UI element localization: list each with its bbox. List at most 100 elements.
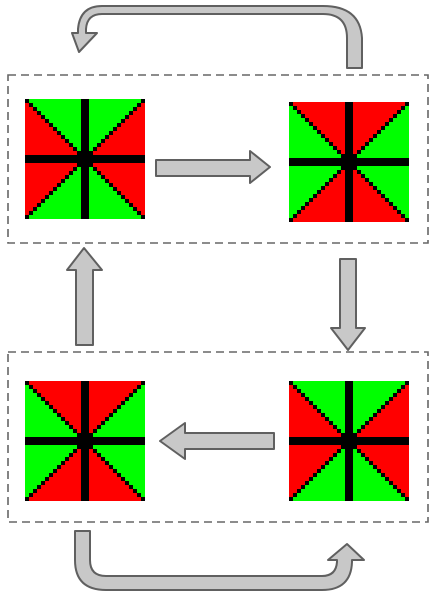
pixel-cell [337,158,341,162]
pixel-cell [349,134,353,138]
pixel-cell [117,477,121,481]
pixel-cell [357,417,361,421]
pixel-cell [29,135,33,139]
pixel-cell [381,433,385,437]
pixel-cell [305,138,309,142]
pixel-cell [61,207,65,211]
pixel-cell [293,138,297,142]
pixel-cell [65,155,69,159]
pixel-cell [325,198,329,202]
pixel-cell [325,457,329,461]
pixel-cell [349,441,353,445]
pixel-cell [365,142,369,146]
pixel-cell [301,469,305,473]
pixel-cell [69,195,73,199]
pixel-cell [61,199,65,203]
pixel-cell [113,123,117,127]
pixel-cell [41,445,45,449]
pixel-cell [29,473,33,477]
pixel-cell [77,191,81,195]
pixel-cell [121,99,125,103]
pixel-cell [341,134,345,138]
pixel-cell [305,186,309,190]
pixel-cell [381,154,385,158]
pixel-cell [33,159,37,163]
pixel-cell [41,469,45,473]
pixel-cell [29,131,33,135]
pixel-cell [49,489,53,493]
pixel-cell [133,203,137,207]
pixel-cell [317,166,321,170]
pixel-cell [73,111,77,115]
pixel-cell [333,421,337,425]
pixel-cell [29,481,33,485]
pixel-cell [57,151,61,155]
pixel-cell [141,191,145,195]
pixel-cell [105,469,109,473]
pixel-cell [41,477,45,481]
pixel-cell [305,493,309,497]
pixel-cell [117,175,121,179]
pixel-cell [133,449,137,453]
pixel-cell [305,182,309,186]
pixel-cell [109,203,113,207]
pixel-cell [65,469,69,473]
pixel-cell [61,461,65,465]
pixel-cell [69,453,73,457]
pixel-cell [101,103,105,107]
pixel-cell [45,123,49,127]
pixel-cell [305,449,309,453]
pixel-cell [341,214,345,218]
pixel-cell [305,150,309,154]
pixel-cell [341,409,345,413]
pixel-cell [113,191,117,195]
pixel-cell [309,138,313,142]
pixel-cell [333,445,337,449]
pixel-cell [133,445,137,449]
pixel-cell [381,449,385,453]
pixel-cell [37,425,41,429]
pixel-cell [109,473,113,477]
pixel-cell [317,154,321,158]
pixel-cell [289,150,293,154]
pixel-cell [297,142,301,146]
pixel-cell [37,207,41,211]
pixel-cell [101,405,105,409]
pixel-cell [33,175,37,179]
pixel-cell [361,469,365,473]
pixel-cell [361,465,365,469]
pixel-cell [57,159,61,163]
pixel-cell [349,102,353,106]
pixel-cell [85,139,89,143]
pixel-cell [361,218,365,222]
pixel-cell [37,465,41,469]
pixel-cell [81,107,85,111]
pixel-cell [117,199,121,203]
pixel-cell [125,187,129,191]
pixel-cell [73,171,77,175]
pixel-cell [133,441,137,445]
pixel-cell [329,493,333,497]
pixel-cell [69,127,73,131]
pixel-cell [353,102,357,106]
pixel-cell [397,437,401,441]
pixel-cell [357,178,361,182]
pixel-cell [293,206,297,210]
pixel-cell [353,481,357,485]
pixel-cell [105,203,109,207]
pixel-cell [345,425,349,429]
pixel-cell [309,381,313,385]
pixel-cell [77,401,81,405]
pixel-cell [393,158,397,162]
pixel-cell [345,449,349,453]
pixel-cell [345,198,349,202]
pixel-cell [405,417,409,421]
pixel-cell [93,163,97,167]
pixel-cell [345,489,349,493]
pixel-cell [37,99,41,103]
pixel-cell [357,106,361,110]
pixel-cell [45,385,49,389]
pixel-cell [89,175,93,179]
pixel-cell [125,461,129,465]
pixel-cell [389,186,393,190]
